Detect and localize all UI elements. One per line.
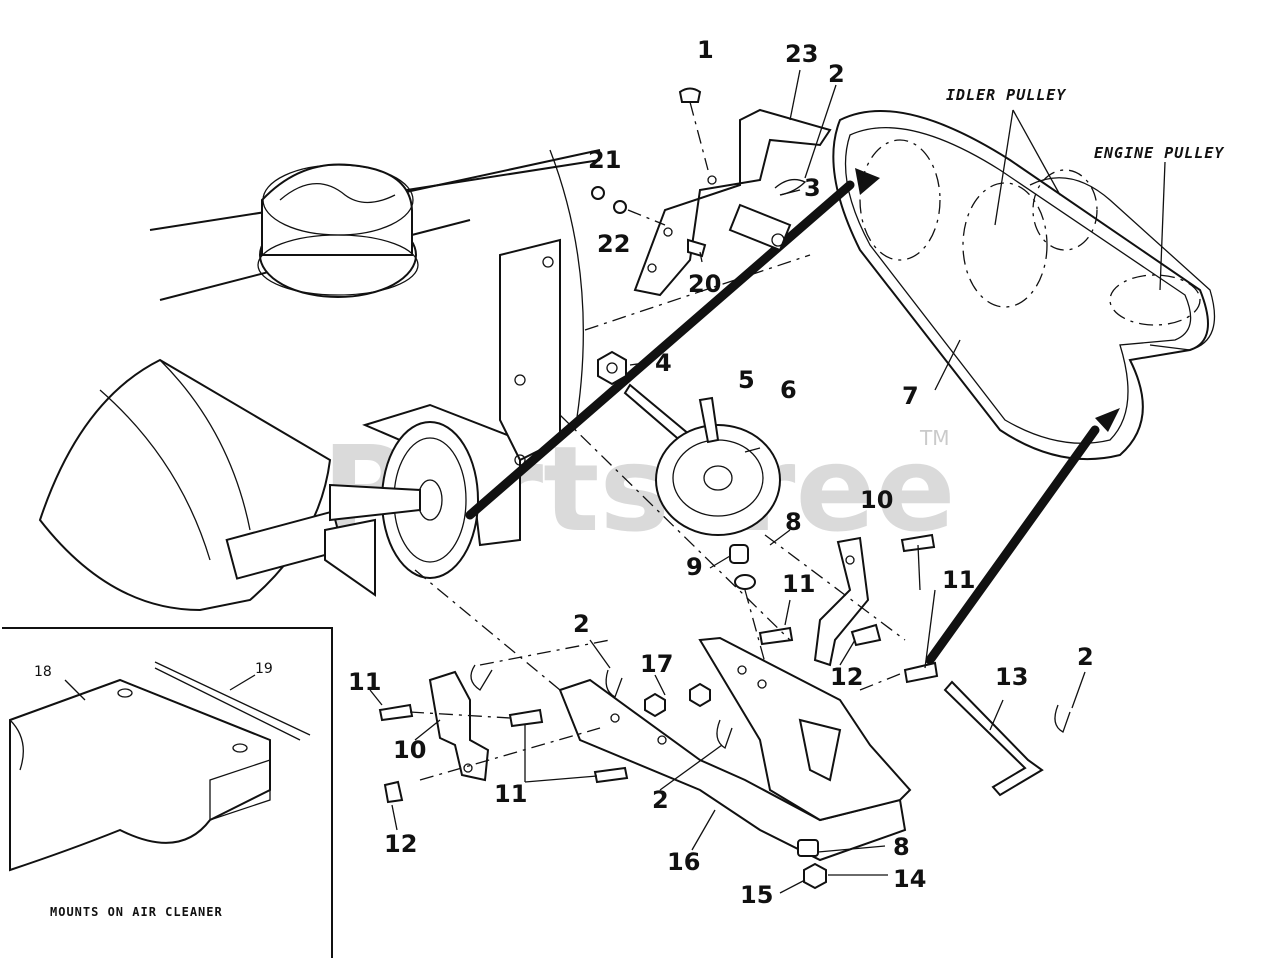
callout-14: 14 (893, 865, 926, 893)
idler-pulley-6 (655, 396, 781, 536)
callout-2-top: 2 (828, 60, 845, 88)
callout-9: 9 (686, 553, 703, 581)
callout-11-bottom: 11 (494, 780, 527, 808)
callout-2-bottom: 2 (652, 786, 669, 814)
callout-5: 5 (738, 366, 755, 394)
idler-bracket-23 (633, 108, 832, 297)
inset-callout-19: 19 (255, 661, 273, 677)
callout-11-center: 11 (782, 570, 815, 598)
watermark-tm: TM (919, 426, 949, 450)
rod-13 (943, 680, 1044, 797)
bolt-1 (678, 87, 709, 171)
pins-hardware-upper (584, 178, 811, 331)
inset-caption: MOUNTS ON AIR CLEANER (50, 905, 223, 919)
callout-11-left: 11 (348, 668, 381, 696)
callout-10-left: 10 (393, 736, 426, 764)
callout-2-center: 2 (573, 610, 590, 638)
engine-housing (38, 358, 345, 612)
callout-6: 6 (780, 376, 797, 404)
callout-13: 13 (995, 663, 1028, 691)
callout-7: 7 (902, 382, 919, 410)
pins-11-12 (378, 533, 939, 804)
spacer-9 (729, 544, 801, 791)
callout-2-right: 2 (1077, 643, 1094, 671)
callout-12-left: 12 (384, 830, 417, 858)
bracket-10-left (428, 670, 490, 782)
callout-16: 16 (667, 848, 700, 876)
callout-8-lower: 8 (893, 833, 910, 861)
callout-3: 3 (804, 174, 821, 202)
callout-11-right: 11 (942, 566, 975, 594)
hardware-14-15 (797, 839, 827, 890)
frame-16 (558, 636, 912, 862)
leader-lines (369, 69, 1166, 894)
nut-17 (644, 682, 711, 718)
callout-8-upper: 8 (785, 508, 802, 536)
hairpins-2 (470, 664, 1071, 749)
callout-4: 4 (655, 349, 672, 377)
callout-1: 1 (697, 36, 714, 64)
v-belt (465, 110, 1216, 665)
callout-12-right: 12 (830, 663, 863, 691)
callout-17: 17 (640, 650, 673, 678)
callout-21: 21 (588, 146, 621, 174)
idler-pulley-label: IDLER PULLEY (946, 86, 1066, 104)
inset-panel: 18 19 MOUNTS ON AIR CLEANER (2, 627, 333, 958)
callout-10-right: 10 (860, 486, 893, 514)
air-cleaner (257, 163, 419, 298)
drive-pulley (324, 421, 479, 597)
idler-pulley-hidden (859, 139, 1201, 326)
engine-pulley-label: ENGINE PULLEY (1094, 144, 1224, 162)
callout-20: 20 (688, 270, 721, 298)
callout-15: 15 (740, 881, 773, 909)
callout-numbers: 1 23 2 3 21 22 20 4 5 6 7 10 8 9 11 11 1… (348, 36, 1094, 909)
assembly-lines (409, 414, 906, 781)
inset-callout-18: 18 (34, 664, 52, 680)
callout-23: 23 (785, 40, 818, 68)
bracket-10-right (813, 536, 870, 667)
callout-22: 22 (597, 230, 630, 258)
